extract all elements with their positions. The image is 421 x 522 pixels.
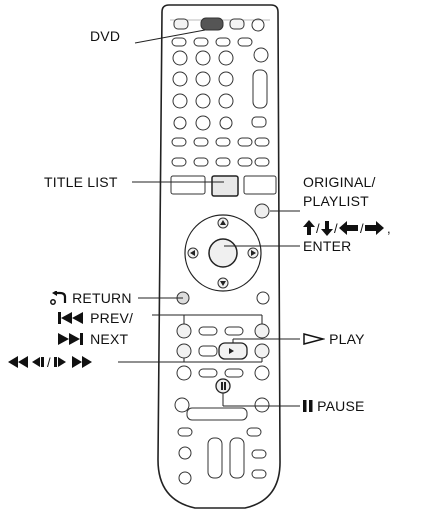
label-prev-row: PREV/ bbox=[58, 310, 133, 327]
label-play-row: PLAY bbox=[303, 331, 365, 348]
label-enter: ENTER bbox=[303, 238, 352, 254]
label-prev: PREV/ bbox=[90, 310, 134, 326]
skip-next-icon bbox=[58, 333, 83, 345]
transport-row-prev-next bbox=[176, 323, 270, 339]
scan-slow-icon: / bbox=[8, 355, 92, 370]
play-triangle-icon bbox=[303, 333, 325, 345]
svg-text:/: / bbox=[47, 355, 51, 369]
arrow-up-down-left-right-icon: / / / , bbox=[303, 220, 391, 236]
pause-icon bbox=[303, 400, 313, 412]
title-list-button bbox=[211, 175, 239, 197]
label-scan-row: / bbox=[8, 355, 116, 373]
label-dvd: DVD bbox=[90, 28, 121, 44]
label-playlist: PLAYLIST bbox=[303, 193, 369, 209]
number-keypad bbox=[172, 50, 268, 131]
label-next-row: NEXT bbox=[58, 331, 128, 348]
label-title-list: TITLE LIST bbox=[44, 174, 118, 190]
original-playlist-button bbox=[254, 203, 270, 219]
leader-dvd bbox=[134, 29, 206, 44]
label-next: NEXT bbox=[90, 331, 129, 347]
svg-text:/: / bbox=[360, 221, 364, 236]
label-arrow-keys: / / / , bbox=[303, 220, 417, 240]
svg-text:/: / bbox=[316, 221, 320, 236]
label-play: PLAY bbox=[329, 331, 365, 347]
label-return-row: RETURN bbox=[50, 290, 132, 307]
label-return: RETURN bbox=[72, 290, 132, 306]
label-pause-row: PAUSE bbox=[303, 398, 365, 415]
return-arrow-icon bbox=[50, 291, 67, 305]
direction-pad bbox=[184, 214, 262, 292]
svg-text:,: , bbox=[387, 221, 391, 236]
power-button bbox=[173, 18, 189, 30]
svg-text:/: / bbox=[334, 221, 338, 236]
skip-previous-icon bbox=[58, 312, 83, 324]
dvd-button bbox=[200, 17, 224, 31]
label-original: ORIGINAL/ bbox=[303, 174, 376, 190]
label-pause: PAUSE bbox=[317, 398, 365, 414]
